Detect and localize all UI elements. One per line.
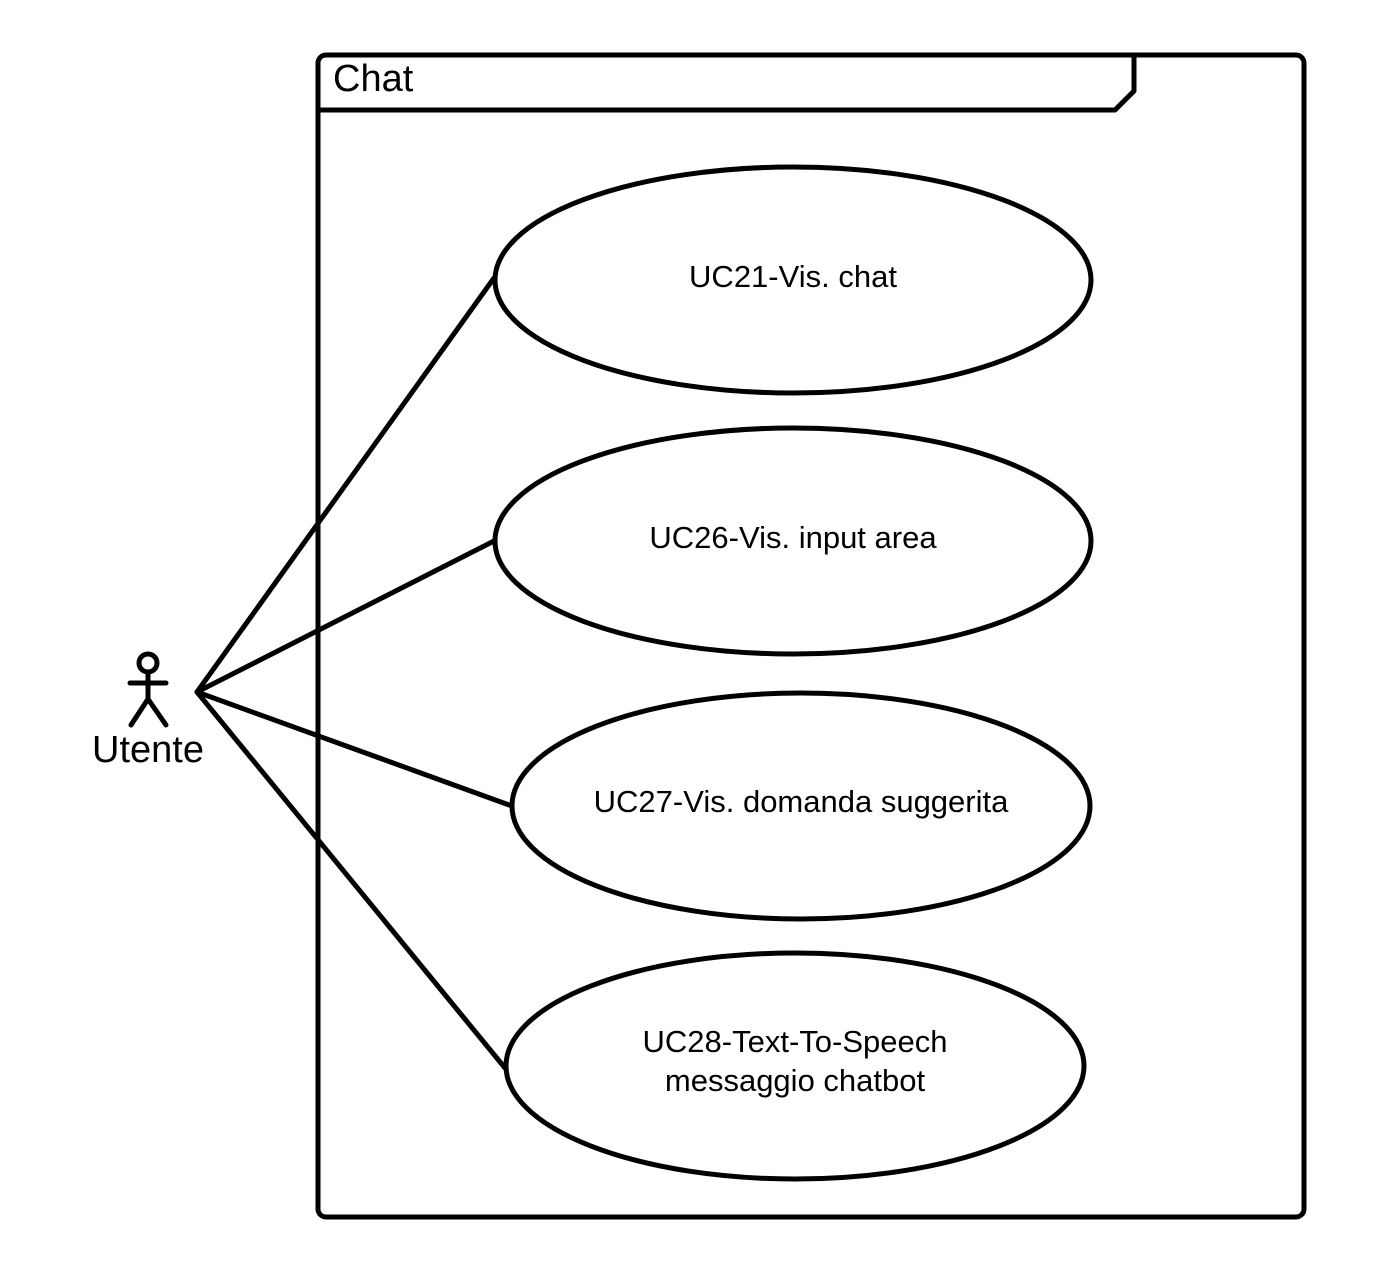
- associations: [194, 275, 515, 1071]
- association-uc28[interactable]: [194, 689, 508, 1071]
- use-case-label-line-1: UC28-Text-To-Speech: [643, 1024, 948, 1059]
- system-frame: [315, 52, 1307, 1220]
- actor-right-leg: [145, 696, 169, 728]
- system-title-tab: [315, 52, 1137, 113]
- use-case-label: UC21-Vis. chat: [689, 259, 897, 294]
- use-case-uc26[interactable]: UC26-Vis. input area: [492, 425, 1094, 657]
- use-case-label: UC26-Vis. input area: [649, 520, 937, 555]
- use-case-uc28[interactable]: UC28-Text-To-Speech messaggio chatbot: [503, 950, 1087, 1182]
- association-uc21[interactable]: [194, 275, 497, 695]
- use-case-ellipse[interactable]: [492, 164, 1094, 396]
- actor-head: [136, 651, 160, 675]
- use-case-uc21[interactable]: UC21-Vis. chat: [492, 164, 1094, 396]
- use-case-ellipse[interactable]: [503, 950, 1087, 1182]
- use-case-label-line-2: messaggio chatbot: [665, 1063, 926, 1098]
- association-uc26[interactable]: [194, 538, 497, 695]
- use-case-uc27[interactable]: UC27-Vis. domanda suggerita: [509, 690, 1093, 922]
- use-case-ellipse[interactable]: [509, 690, 1093, 922]
- stick-figure-icon: [127, 651, 169, 728]
- actor-utente[interactable]: Utente: [92, 651, 204, 771]
- system-boundary: Chat: [315, 52, 1307, 1220]
- use-case-label: UC27-Vis. domanda suggerita: [594, 784, 1009, 819]
- system-title: Chat: [333, 58, 414, 100]
- use-case-ellipse[interactable]: [492, 425, 1094, 657]
- actor-name: Utente: [92, 729, 204, 771]
- actor-left-leg: [128, 696, 151, 728]
- association-uc27[interactable]: [194, 689, 515, 809]
